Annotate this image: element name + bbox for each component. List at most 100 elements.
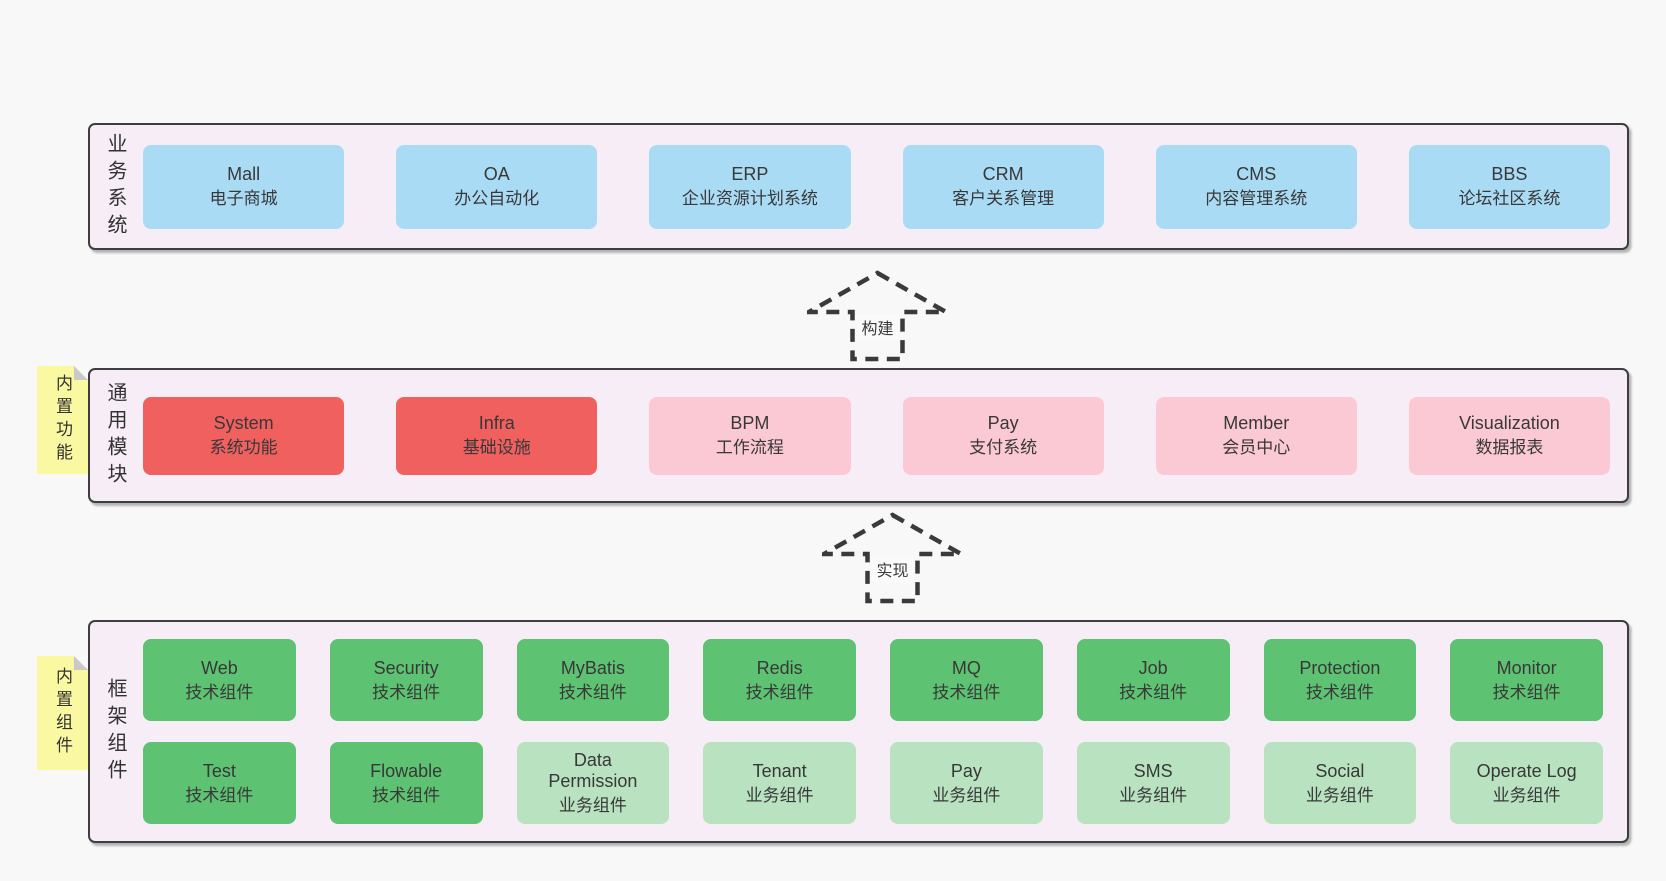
box-title-en: Security (373, 657, 439, 678)
implement-arrow: 实现 (822, 512, 963, 604)
diagram-box-bpm: BPM 工作流程 (649, 396, 851, 475)
box-subtitle-zh: 客户关系管理 (952, 189, 1055, 208)
diagram-box-security: Security 技术组件 (329, 639, 483, 721)
box-subtitle-zh: 会员中心 (1222, 438, 1291, 457)
diagram-box-mybatis: MyBatis 技术组件 (516, 639, 670, 721)
box-title-en: Tenant (752, 760, 807, 781)
folded-corner-icon (74, 366, 88, 380)
box-subtitle-zh: 技术组件 (558, 682, 627, 702)
box-title-en: Protection (1299, 657, 1381, 678)
box-title-en: Member (1223, 413, 1290, 433)
box-title-en: Web (201, 657, 238, 678)
box-title-en: Operate Log (1476, 760, 1577, 781)
diagram-box-member: Member 会员中心 (1155, 396, 1357, 475)
box-title-en: Monitor (1496, 657, 1557, 678)
box-title-en: ERP (731, 164, 769, 184)
box-subtitle-zh: 技术组件 (1119, 682, 1188, 702)
box-title-en: Visualization (1459, 413, 1560, 433)
build-arrow: 构建 (807, 270, 948, 362)
band-common-modules: 通用模块 System 系统功能 Infra 基础设施 BPM 工作流程 Pay 支付系统 Me… (88, 368, 1629, 503)
box-title-en: Flowable (370, 760, 443, 781)
diagram-box-protection: Protection 技术组件 (1263, 639, 1417, 721)
diagram-box-pay: Pay 业务组件 (890, 742, 1043, 824)
box-subtitle-zh: 业务组件 (1492, 785, 1561, 805)
band-components-label: 框架组件 (104, 677, 126, 786)
box-subtitle-zh: 技术组件 (185, 682, 254, 702)
sticky-note-builtin-features: 内置功能 (37, 366, 88, 474)
diagram-box-mq: MQ 技术组件 (890, 639, 1043, 721)
box-title-en: MyBatis (560, 657, 625, 678)
diagram-box-sms: SMS 业务组件 (1076, 742, 1230, 824)
box-subtitle-zh: 论坛社区系统 (1458, 189, 1561, 208)
diagram-box-social: Social 业务组件 (1263, 742, 1417, 824)
box-title-en: Job (1138, 657, 1168, 678)
sticky-note-text: 内置组件 (53, 667, 72, 759)
modules-boxes-grid: System 系统功能 Infra 基础设施 BPM 工作流程 Pay 支付系统 Member 会… (143, 396, 1611, 475)
sticky-note-text: 内置功能 (53, 374, 72, 466)
box-subtitle-zh: 电子商城 (209, 189, 278, 208)
box-title-en: Mall (227, 164, 261, 184)
box-title-en: Pay (950, 760, 982, 781)
band-modules-label: 通用模块 (104, 381, 126, 490)
box-subtitle-zh: 技术组件 (745, 682, 814, 702)
box-title-en: Pay (987, 413, 1019, 433)
band-business-label: 业务系统 (104, 132, 126, 241)
box-title-en: Test (202, 760, 236, 781)
diagram-box-system: System 系统功能 (143, 396, 345, 475)
diagram-box-mall: Mall 电子商城 (143, 144, 345, 229)
diagram-box-data-permission: Data Permission 业务组件 (516, 742, 670, 824)
box-title-en: OA (483, 164, 510, 184)
box-subtitle-zh: 技术组件 (932, 682, 1001, 702)
diagram-box-tenant: Tenant 业务组件 (703, 742, 856, 824)
box-subtitle-zh: 业务组件 (558, 796, 627, 815)
diagram-box-crm: CRM 客户关系管理 (902, 144, 1104, 229)
box-title-en: CRM (982, 164, 1024, 184)
diagram-box-test: Test 技术组件 (143, 742, 296, 824)
box-title-en: MQ (951, 657, 981, 678)
box-subtitle-zh: 基础设施 (462, 438, 531, 457)
box-subtitle-zh: 工作流程 (715, 438, 784, 457)
box-title-en: CMS (1236, 164, 1277, 184)
box-title-en: Data Permission (548, 750, 638, 791)
box-subtitle-zh: 业务组件 (1305, 785, 1374, 805)
sticky-note-builtin-components: 内置组件 (37, 656, 88, 770)
diagram-box-infra: Infra 基础设施 (396, 396, 598, 475)
box-subtitle-zh: 业务组件 (1119, 785, 1188, 805)
box-subtitle-zh: 业务组件 (745, 785, 814, 805)
diagram-box-pay: Pay 支付系统 (902, 396, 1104, 475)
box-subtitle-zh: 技术组件 (185, 785, 254, 805)
box-subtitle-zh: 支付系统 (969, 438, 1038, 457)
box-title-en: BPM (730, 413, 770, 433)
diagram-box-job: Job 技术组件 (1076, 639, 1230, 721)
diagram-box-oa: OA 办公自动化 (396, 144, 598, 229)
box-title-en: System (213, 413, 274, 433)
box-subtitle-zh: 内容管理系统 (1205, 189, 1308, 208)
box-subtitle-zh: 技术组件 (1492, 682, 1561, 702)
box-title-en: Infra (478, 413, 515, 433)
diagram-box-redis: Redis 技术组件 (703, 639, 856, 721)
arrow-up-icon (822, 512, 963, 604)
box-subtitle-zh: 技术组件 (1305, 682, 1374, 702)
box-title-en: Social (1315, 760, 1365, 781)
box-title-en: Redis (756, 657, 803, 678)
implement-arrow-label: 实现 (871, 556, 914, 582)
build-arrow-label: 构建 (856, 314, 899, 340)
box-title-en: BBS (1491, 164, 1528, 184)
box-subtitle-zh: 技术组件 (372, 682, 441, 702)
box-subtitle-zh: 系统功能 (209, 438, 278, 457)
box-title-en: SMS (1133, 760, 1173, 781)
diagram-box-cms: CMS 内容管理系统 (1155, 144, 1357, 229)
box-subtitle-zh: 业务组件 (932, 785, 1001, 805)
box-subtitle-zh: 办公自动化 (454, 189, 540, 208)
diagram-box-bbs: BBS 论坛社区系统 (1408, 144, 1611, 229)
diagram-box-operate-log: Operate Log 业务组件 (1450, 742, 1603, 824)
